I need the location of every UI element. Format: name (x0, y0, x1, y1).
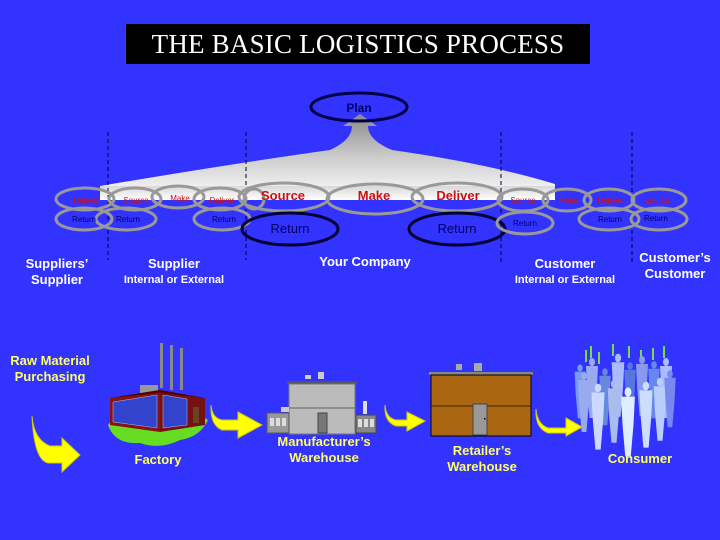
process-deliver: Deliver (74, 196, 99, 205)
entity-sublabel: Internal or External (123, 274, 225, 286)
flow-label: Factory (134, 452, 182, 467)
flow-label: Consumer (607, 451, 673, 466)
person-silhouette (664, 370, 676, 428)
process-source: Source (123, 196, 149, 205)
entity-customers-customer: Customer’s Customer (630, 250, 720, 282)
label-manufacturers-warehouse: Manufacturer’s Warehouse (262, 434, 386, 466)
entity-label: Customer (534, 256, 596, 271)
person-silhouette (628, 346, 630, 358)
arrow-right-icon (384, 404, 427, 432)
arrow-right-icon (210, 404, 264, 439)
company-process-ellipses (237, 181, 504, 216)
small-process-labels-left: Deliver Source Make Deliver Return Retur… (72, 194, 236, 224)
process-deliver: Deliver (436, 188, 479, 203)
entity-your-company: Your Company (300, 254, 430, 270)
person-silhouette (578, 372, 590, 432)
process-return: Return (437, 221, 476, 236)
entity-customer: Customer Internal or External (505, 256, 625, 288)
process-make: Make (170, 194, 190, 203)
title-banner: THE BASIC LOGISTICS PROCESS (126, 24, 590, 64)
label-raw-material-purchasing: Raw Material Purchasing (2, 353, 98, 385)
arrow-right-icon (31, 415, 81, 474)
entity-label: Supplier (147, 256, 200, 271)
process-make: Make (558, 196, 578, 205)
entity-suppliers-supplier: Suppliers’ Supplier (12, 256, 102, 288)
person-silhouette (590, 346, 592, 358)
flow-arrows (31, 404, 584, 474)
page-title: THE BASIC LOGISTICS PROCESS (151, 28, 565, 59)
label-consumer: Consumer (590, 451, 690, 467)
process-source: Source (644, 196, 670, 205)
process-return: Return (513, 219, 537, 228)
flow-label: Retailer’s (452, 443, 512, 458)
label-factory: Factory (118, 452, 198, 468)
person-silhouette (639, 381, 653, 448)
person-silhouette (640, 350, 642, 362)
company-process-labels: Source Make Deliver Return Return (261, 188, 480, 236)
process-return: Return (212, 215, 236, 224)
person-silhouette (598, 352, 600, 364)
person-silhouette (612, 344, 614, 356)
entity-supplier: Supplier Internal or External (112, 256, 236, 288)
entity-label: Your Company (319, 254, 411, 269)
process-deliver: Deliver (210, 196, 235, 205)
flow-label: Purchasing (14, 369, 86, 384)
factory-icon (108, 343, 208, 446)
flow-label: Raw Material (10, 353, 90, 368)
person-silhouette (607, 379, 621, 443)
process-return: Return (270, 221, 309, 236)
flow-label: Manufacturer’s (277, 434, 371, 449)
person-silhouette (585, 350, 587, 362)
plan-label: Plan (346, 101, 371, 115)
label-retailers-warehouse: Retailer’s Warehouse (430, 443, 534, 475)
consumer-crowd-icon (574, 344, 676, 457)
process-deliver: Deliver (598, 196, 623, 205)
process-source: Source (261, 188, 305, 203)
process-source: Source (510, 196, 536, 205)
process-return: Return (116, 215, 140, 224)
process-return: Return (598, 215, 622, 224)
arrow-right-icon (535, 408, 584, 437)
entity-label: Customer (644, 266, 706, 281)
person-silhouette (621, 387, 635, 457)
person-silhouette (653, 377, 667, 441)
flow-label: Warehouse (447, 459, 517, 474)
small-process-ellipses-left (54, 184, 252, 232)
person-silhouette (663, 346, 665, 358)
entity-label: Supplier (30, 272, 83, 287)
retailers-warehouse-icon (429, 363, 533, 437)
process-return: Return (72, 215, 96, 224)
entity-label: Suppliers’ (25, 256, 89, 271)
flow-label: Warehouse (289, 450, 359, 465)
plan-node: Plan (309, 91, 409, 123)
entity-label: Customer’s (639, 250, 711, 265)
small-process-ellipses-right (495, 187, 689, 236)
company-return-ellipses (240, 211, 507, 247)
person-silhouette (591, 383, 605, 450)
process-return: Return (644, 214, 668, 223)
person-silhouette (652, 348, 654, 360)
manufacturers-warehouse-icon (266, 372, 377, 435)
process-make: Make (358, 188, 391, 203)
entity-sublabel: Internal or External (514, 274, 616, 286)
small-process-labels-right: Source Make Deliver Source Return Return… (510, 196, 670, 228)
